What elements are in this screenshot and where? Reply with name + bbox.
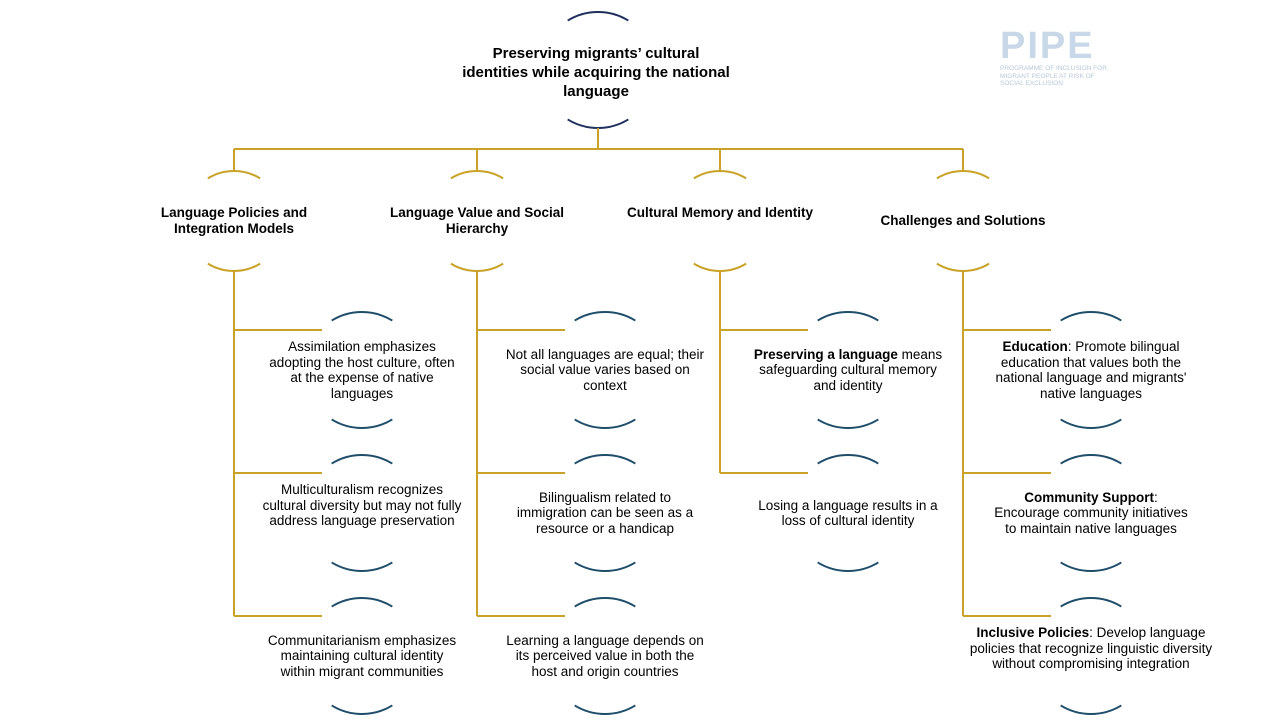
category-title: Challenges and Solutions xyxy=(880,213,1046,228)
leaf-bold-label: Education xyxy=(1002,339,1068,354)
leaf-node-top-arc xyxy=(574,311,636,322)
leaf-node-top-arc xyxy=(331,311,393,322)
category-node-bottom-arc xyxy=(936,262,990,272)
leaf-node-bottom-arc xyxy=(574,418,636,429)
leaf-text: Assimilation emphasizes adopting the hos… xyxy=(269,339,455,401)
leaf-node-top-arc xyxy=(1060,311,1122,322)
category-title: Language Policies and Integration Models xyxy=(160,205,308,236)
leaf-text: Losing a language results in a loss of c… xyxy=(758,497,938,529)
leaf-text: Bilingualism related to immigration can … xyxy=(516,489,694,536)
leaf-node-top-arc xyxy=(1060,454,1122,465)
leaf-node-bottom-arc xyxy=(1060,561,1122,572)
category-node-top-arc xyxy=(207,170,261,180)
leaf-text: Learning a language depends on its perce… xyxy=(506,632,704,679)
leaf-node-top-arc xyxy=(331,597,393,608)
category-title: Language Value and Social Hierarchy xyxy=(389,205,565,236)
root-node-bottom-arc xyxy=(567,118,629,129)
pipe-logo: PIPE PROGRAMME OF INCLUSION FOR MIGRANT … xyxy=(1000,27,1120,97)
category-node-bottom-arc xyxy=(450,262,504,272)
leaf-bold-label: Inclusive Policies xyxy=(976,625,1090,640)
leaf-node-bottom-arc xyxy=(1060,704,1122,715)
leaf-text: Not all languages are equal; their socia… xyxy=(505,346,705,393)
leaf-text: Multiculturalism recognizes cultural div… xyxy=(262,482,462,528)
leaf-node-top-arc xyxy=(1060,597,1122,608)
leaf-node-bottom-arc xyxy=(331,418,393,429)
leaf-bold-label: Community Support xyxy=(1024,489,1154,505)
category-node-top-arc xyxy=(936,170,990,180)
leaf-node-bottom-arc xyxy=(331,561,393,572)
leaf-node-top-arc xyxy=(574,454,636,465)
category-title: Cultural Memory and Identity xyxy=(626,205,814,220)
category-node-top-arc xyxy=(450,170,504,180)
root-title: Preserving migrants’ cultural identities… xyxy=(462,45,730,100)
leaf-node-bottom-arc xyxy=(331,704,393,715)
leaf-text: Communitarianism emphasizes maintaining … xyxy=(267,632,457,679)
leaf-node-bottom-arc xyxy=(817,561,879,572)
leaf-node-bottom-arc xyxy=(1060,418,1122,429)
leaf-node-bottom-arc xyxy=(817,418,879,429)
root-node-top-arc xyxy=(567,11,629,22)
leaf-node-bottom-arc xyxy=(574,561,636,572)
leaf-text: Education: Promote bilingual education t… xyxy=(995,339,1187,401)
leaf-node-top-arc xyxy=(574,597,636,608)
leaf-bold-label: Preserving a language xyxy=(753,346,898,362)
leaf-text: Inclusive Policies: Develop language pol… xyxy=(969,625,1213,671)
leaf-node-bottom-arc xyxy=(574,704,636,715)
leaf-text: Community Support: Encourage community i… xyxy=(994,489,1188,536)
leaf-node-top-arc xyxy=(817,311,879,322)
category-node-top-arc xyxy=(693,170,747,180)
category-node-bottom-arc xyxy=(693,262,747,272)
leaf-text: Preserving a language means safeguarding… xyxy=(753,346,943,393)
logo-subtitle: PROGRAMME OF INCLUSION FOR MIGRANT PEOPL… xyxy=(1000,65,1107,87)
leaf-node-top-arc xyxy=(331,454,393,465)
leaf-node-top-arc xyxy=(817,454,879,465)
category-node-bottom-arc xyxy=(207,262,261,272)
logo-word: PIPE xyxy=(1000,25,1095,67)
